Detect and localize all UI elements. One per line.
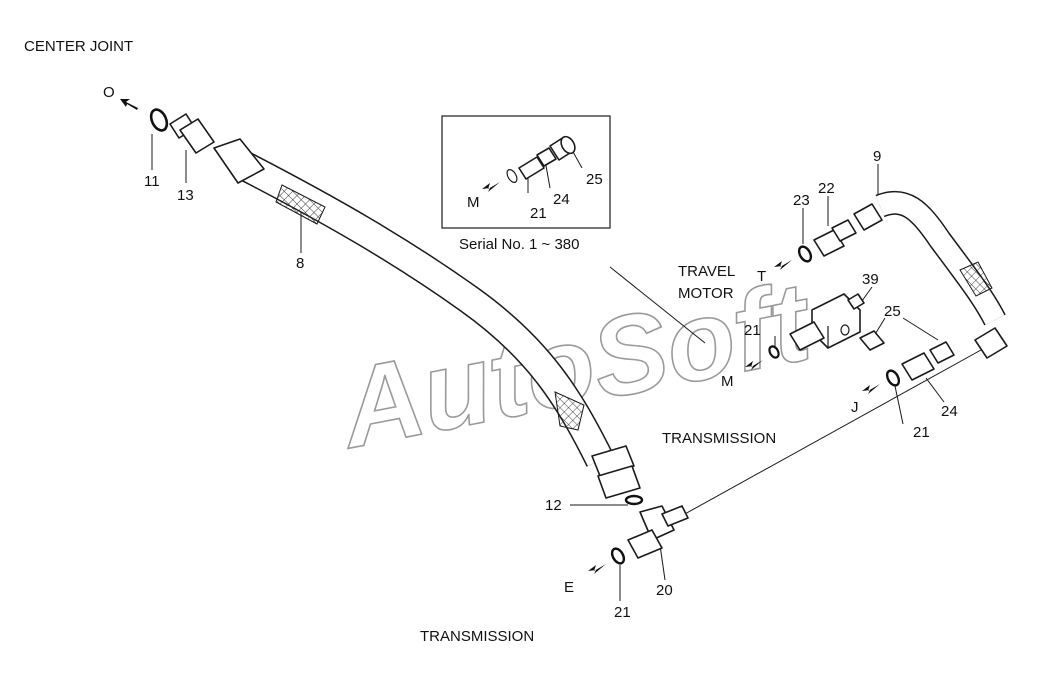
fitting-13 xyxy=(149,108,215,154)
caption-travel-motor-line1: TRAVEL xyxy=(678,263,735,280)
fitting-24 xyxy=(885,341,955,387)
arrow-icon xyxy=(588,564,606,574)
part-number-21-j: 21 xyxy=(913,424,930,441)
part-number-9: 9 xyxy=(873,148,881,165)
part-number-24: 24 xyxy=(941,403,958,420)
inset-part-number-25: 25 xyxy=(586,171,603,188)
caption-serial-note: Serial No. 1 ~ 380 xyxy=(459,236,580,253)
caption-transmission-mid: TRANSMISSION xyxy=(662,430,776,447)
port-label-t: T xyxy=(757,268,766,285)
part-number-22: 22 xyxy=(818,180,835,197)
hose-9 xyxy=(853,190,1008,359)
inset-part-number-21: 21 xyxy=(530,205,547,222)
port-label-m: M xyxy=(721,373,734,390)
part-number-39: 39 xyxy=(862,271,879,288)
part-number-8: 8 xyxy=(296,255,304,272)
port-label-j: J xyxy=(851,399,859,416)
hose-8 xyxy=(213,138,641,499)
block-39 xyxy=(768,293,885,359)
arrow-icon xyxy=(120,99,138,110)
o-ring-12 xyxy=(624,494,644,506)
port-label-m-inset: M xyxy=(467,194,480,211)
tee-fitting-20 xyxy=(610,494,689,565)
leader-lines xyxy=(151,134,991,601)
part-number-23: 23 xyxy=(793,192,810,209)
part-number-12: 12 xyxy=(545,497,562,514)
serial-inset-box xyxy=(441,115,611,229)
inset-part-number-24: 24 xyxy=(553,191,570,208)
part-number-13: 13 xyxy=(177,187,194,204)
caption-transmission-bottom: TRANSMISSION xyxy=(420,628,534,645)
inset-fittings xyxy=(506,135,576,183)
fitting-22 xyxy=(797,219,857,263)
arrow-icon xyxy=(482,182,500,192)
arrow-icon xyxy=(862,384,880,394)
port-label-e: E xyxy=(564,579,574,596)
part-number-25: 25 xyxy=(884,303,901,320)
part-number-11: 11 xyxy=(144,173,160,190)
caption-center-joint: CENTER JOINT xyxy=(24,38,133,55)
part-number-21-mid: 21 xyxy=(744,322,761,339)
arrow-icon xyxy=(745,360,763,370)
part-number-21-e: 21 xyxy=(614,604,631,621)
caption-travel-motor-line2: MOTOR xyxy=(678,285,734,302)
arrow-icon xyxy=(774,260,792,270)
o-ring-11 xyxy=(149,108,169,132)
part-number-20: 20 xyxy=(656,582,673,599)
port-label-o: O xyxy=(103,84,115,101)
